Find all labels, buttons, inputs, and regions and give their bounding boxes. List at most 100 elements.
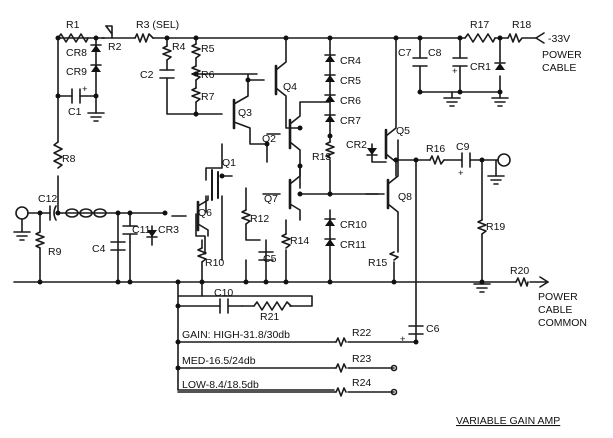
supply-voltage: -33V [548,33,570,45]
label-c10: C10 [214,287,233,299]
diagram-title: VARIABLE GAIN AMP [456,415,560,427]
capacitors [49,57,471,335]
c9-body [461,152,471,168]
label-r13: R13 [312,151,331,163]
cr5-body [325,75,335,82]
label-c4: C4 [92,243,106,255]
ferrite-beads [65,208,107,218]
label-q3: Q3 [238,107,252,119]
resistors [35,25,537,397]
label-q1: Q1 [222,157,236,169]
label-r3: R3 (SEL) [136,19,179,31]
cr11-body [325,239,335,246]
c6-body [408,325,424,335]
label-q5: Q5 [396,125,410,137]
label-cr2: CR2 [346,139,367,151]
c5-body [258,251,274,261]
label-c9: C9 [456,141,470,153]
cr1-body [495,63,505,70]
q1-gate [211,169,219,201]
r22-body [335,337,347,347]
label-r5: R5 [201,43,215,55]
c1-body [71,88,81,104]
cr4-body [325,55,335,62]
r5-body [191,43,201,59]
r18-body [507,33,537,43]
r4-body [162,45,172,61]
label-r23: R23 [352,353,371,365]
label-cr11: CR11 [340,239,366,251]
connectors [13,32,549,396]
c8-body [452,57,468,67]
common-line3: COMMON [538,317,587,329]
label-c6-plus: + [400,334,406,345]
label-r12: R12 [250,213,269,225]
ground-icon [473,283,491,293]
c11-body [122,225,138,243]
switch-contact [390,364,398,372]
r7-body [191,87,201,103]
label-r16: R16 [426,143,445,155]
label-r19: R19 [486,221,505,233]
label-cr1: CR1 [470,61,491,73]
cr3-body [147,230,157,237]
label-c7: C7 [398,47,412,59]
label-cr7: CR7 [340,115,361,127]
gain-low-label: LOW-8.4/18.5db [182,379,259,391]
r19-body [477,219,487,235]
label-r8: R8 [62,153,76,165]
power-cable-line2: CABLE [542,62,576,74]
label-r6: R6 [201,69,215,81]
label-r2: R2 [108,41,122,53]
c10-body [219,298,243,314]
c4-body [110,241,126,251]
label-cr5: CR5 [340,75,361,87]
label-r22: R22 [352,327,371,339]
label-c1-plus: + [82,84,88,95]
label-r15: R15 [368,257,387,269]
r14-body [281,233,291,249]
label-r9: R9 [48,246,62,258]
label-r4: R4 [172,41,186,53]
gain-med-label: MED-16.5/24db [182,355,256,367]
gain-high-label: GAIN: HIGH-31.8/30db [182,329,290,341]
cr2-body [367,148,377,155]
label-r20: R20 [510,265,529,277]
cr9-body [91,65,101,72]
label-q2: Q2 [262,133,276,145]
label-c6: C6 [426,323,440,335]
input-jack-icon [15,206,29,220]
label-cr8: CR8 [66,47,87,59]
c7-body [412,57,428,67]
transistors [196,64,390,232]
label-cr9: CR9 [66,66,87,78]
diodes [90,44,506,246]
r13-body [325,141,335,159]
power-labels: -33V POWER CABLE POWER CABLE COMMON [538,33,587,329]
r12-body [241,209,251,225]
label-q7: Q7 [264,193,278,205]
common-line2: CABLE [538,304,572,316]
r20-body [515,277,529,287]
label-c9-plus: + [458,168,464,179]
ground-icon [87,112,105,122]
r23-body [335,363,347,373]
label-r7: R7 [201,91,215,103]
gain-settings: GAIN: HIGH-31.8/30db MED-16.5/24db LOW-8… [182,329,290,391]
cr7-body [325,115,335,122]
label-c5: C5 [263,253,277,265]
power-cable-line1: POWER [542,49,582,61]
label-r17: R17 [470,19,489,31]
output-jack-icon [497,153,511,167]
r15-body [389,251,399,261]
r9-body [35,231,45,249]
label-c8: C8 [428,47,442,59]
label-cr10: CR10 [340,219,367,231]
label-q8: Q8 [398,191,412,203]
label-r1: R1 [66,19,80,31]
r1-body [57,33,89,43]
r17-body [464,33,496,43]
junction-dots [37,35,503,371]
label-q6: Q6 [198,207,212,219]
